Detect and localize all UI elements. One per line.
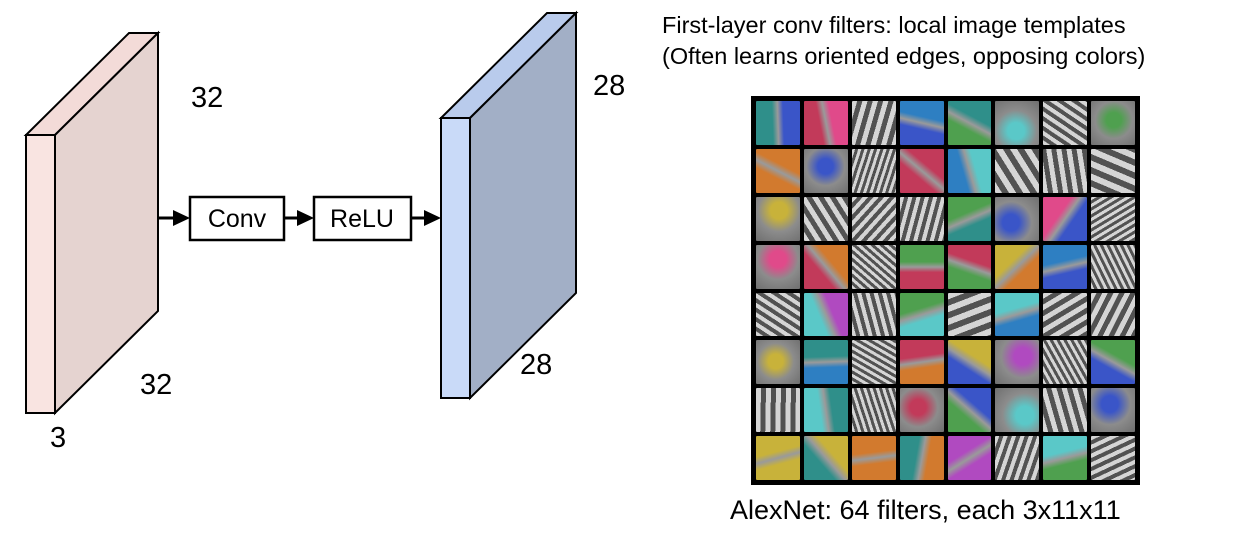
- filter-tile: [851, 196, 896, 241]
- filter-tile: [1043, 340, 1088, 385]
- filter-visualization-grid: [751, 96, 1140, 485]
- pipeline-arrows: [158, 210, 441, 226]
- filter-tile: [947, 292, 992, 337]
- filter-tile: [803, 148, 848, 193]
- filter-tile: [1043, 436, 1088, 480]
- filter-tile: [803, 292, 848, 337]
- filter-tile: [803, 101, 848, 145]
- relu-label: ReLU: [330, 205, 394, 233]
- conv-label: Conv: [208, 205, 267, 233]
- filter-tile: [756, 436, 800, 480]
- filter-tile: [803, 388, 848, 433]
- filter-tile: [1043, 148, 1088, 193]
- filter-tile: [1043, 244, 1088, 289]
- filter-tile: [851, 388, 896, 433]
- output-width-label: 28: [520, 349, 552, 381]
- filter-tile: [1043, 292, 1088, 337]
- filter-tile: [1091, 101, 1135, 145]
- filter-tile: [803, 244, 848, 289]
- filter-tile: [803, 340, 848, 385]
- filter-tile: [995, 436, 1040, 480]
- filter-tile: [947, 196, 992, 241]
- filter-tile: [1091, 436, 1135, 480]
- output-volume-side: [469, 10, 577, 401]
- filter-tile: [947, 436, 992, 480]
- filter-tile: [756, 101, 800, 145]
- filter-tile: [995, 340, 1040, 385]
- filter-tile: [1043, 388, 1088, 433]
- input-volume: [23, 30, 161, 416]
- filter-tile: [995, 388, 1040, 433]
- output-volume-front: [440, 117, 471, 399]
- filter-tile: [995, 244, 1040, 289]
- filter-tile: [899, 388, 944, 433]
- filter-tile: [995, 196, 1040, 241]
- arrow-to-output: [424, 210, 441, 226]
- input-depth-label: 3: [50, 422, 66, 454]
- filter-tile: [851, 292, 896, 337]
- filters-caption: AlexNet: 64 filters, each 3x11x11: [730, 495, 1121, 525]
- input-height-label: 32: [191, 82, 223, 114]
- filter-tile: [851, 244, 896, 289]
- filter-tile: [995, 148, 1040, 193]
- filter-tile: [899, 196, 944, 241]
- filter-tile: [756, 292, 800, 337]
- filter-tile: [756, 244, 800, 289]
- filter-tile: [851, 436, 896, 480]
- filter-tile: [851, 148, 896, 193]
- filter-tile: [1091, 196, 1135, 241]
- filter-tile: [851, 101, 896, 145]
- conv-box: [188, 195, 286, 242]
- output-height-label: 28: [593, 70, 625, 102]
- output-volume: [438, 10, 579, 401]
- filter-tile: [1043, 101, 1088, 145]
- conv-layer-diagram: 32 32 3 Conv ReLU 28 28: [23, 10, 625, 454]
- filter-tile: [947, 148, 992, 193]
- filter-tile: [851, 340, 896, 385]
- filter-tile: [1091, 292, 1135, 337]
- filter-tile: [803, 196, 848, 241]
- filter-tile: [947, 101, 992, 145]
- relu-box: [312, 195, 413, 242]
- filter-tile: [1043, 196, 1088, 241]
- filter-tile: [899, 148, 944, 193]
- filters-title-line2: (Often learns oriented edges, opposing c…: [662, 43, 1146, 69]
- filter-tile: [947, 388, 992, 433]
- filter-tile: [756, 148, 800, 193]
- filter-tile: [899, 101, 944, 145]
- filter-tile: [756, 340, 800, 385]
- filter-tile: [756, 388, 800, 433]
- arrow-to-relu: [297, 210, 314, 226]
- filter-tile: [1091, 244, 1135, 289]
- filter-tile: [995, 101, 1040, 145]
- filter-tile: [756, 196, 800, 241]
- filter-tile: [947, 244, 992, 289]
- filter-tile: [899, 244, 944, 289]
- filters-title-line1: First-layer conv filters: local image te…: [662, 12, 1126, 38]
- filter-tile: [995, 292, 1040, 337]
- filter-tile: [899, 436, 944, 480]
- arrow-to-conv: [173, 210, 190, 226]
- filter-tile: [899, 292, 944, 337]
- input-volume-front: [25, 134, 56, 414]
- filter-tile: [1091, 388, 1135, 433]
- filter-tile: [947, 340, 992, 385]
- filter-tile: [1091, 340, 1135, 385]
- filter-tile: [899, 340, 944, 385]
- filter-tile: [1091, 148, 1135, 193]
- filter-tile: [803, 436, 848, 480]
- input-width-label: 32: [140, 369, 172, 401]
